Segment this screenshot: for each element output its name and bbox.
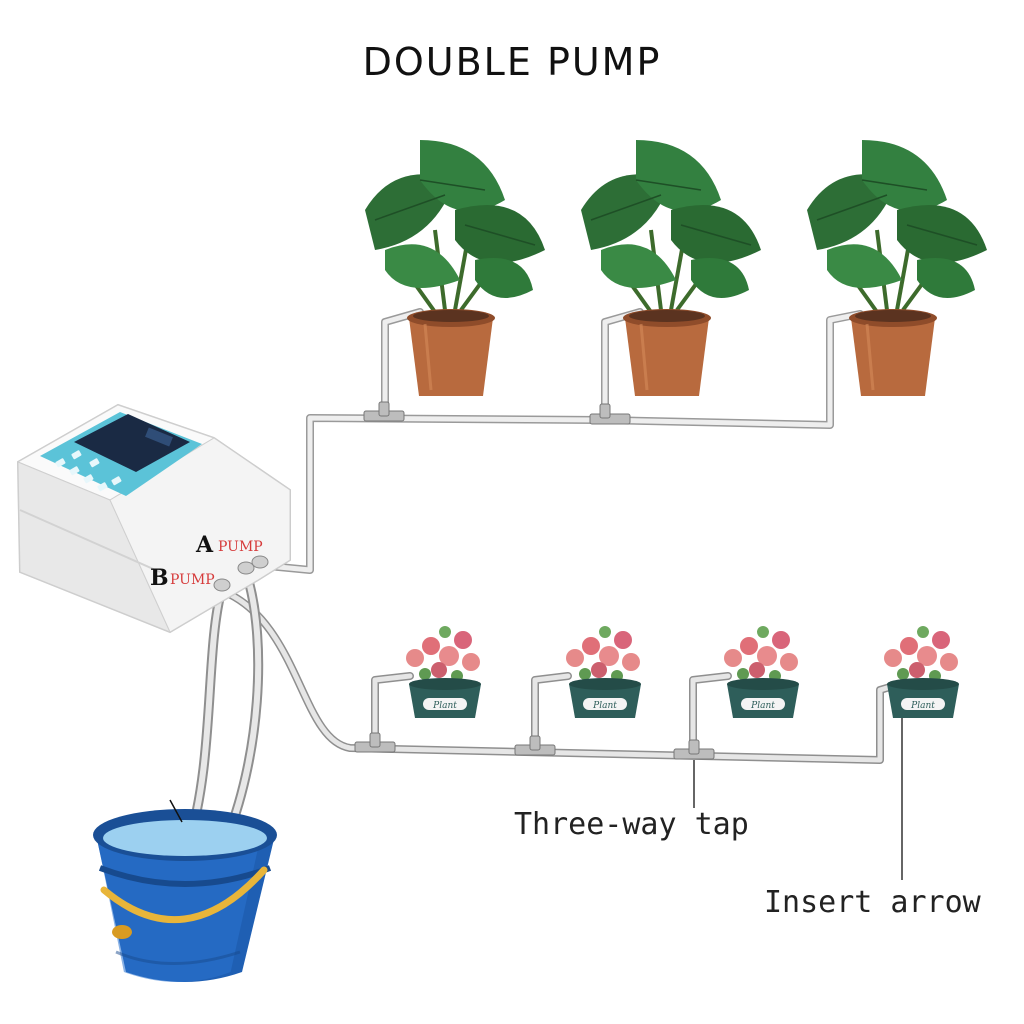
- pump-controller: [16, 403, 291, 634]
- large-plant-1: [365, 140, 545, 396]
- port-b-outlet: [213, 578, 231, 592]
- port-b-word: PUMP: [170, 572, 215, 588]
- teal-pot: Plant: [409, 678, 481, 718]
- port-a-outlet: [237, 561, 255, 575]
- insert-arrow-label: Insert arrow: [764, 885, 982, 920]
- lower-tube-line: [216, 586, 904, 764]
- control-panel: [40, 412, 202, 496]
- lower-tap-2: [514, 735, 556, 756]
- port-a-label: A PUMP: [195, 532, 263, 558]
- terracotta-pot: [407, 309, 495, 396]
- pot-label: Plant: [432, 701, 457, 711]
- lower-tap-1: [354, 732, 396, 753]
- succulent-rosettes: [406, 626, 480, 682]
- upper-tap-1: [363, 401, 405, 422]
- lower-tap-3: [673, 739, 715, 760]
- bucket-pointer: [169, 799, 183, 823]
- upper-tap-2: [589, 403, 631, 425]
- upper-tube-line: [254, 308, 864, 574]
- port-b-label: B PUMP: [150, 565, 215, 591]
- water-bucket: [93, 809, 277, 982]
- three-way-tap-label: Three-way tap: [514, 807, 749, 842]
- page-title: DOUBLE PUMP: [362, 40, 662, 84]
- port-a-word: PUMP: [218, 539, 263, 555]
- monstera-leaves: [365, 140, 545, 314]
- port-b-letter: B: [150, 565, 169, 591]
- port-a-output: [251, 555, 269, 569]
- panel-buttons: [55, 450, 122, 492]
- port-a-letter: A: [195, 532, 214, 558]
- small-plant-1: Plant: [406, 626, 481, 718]
